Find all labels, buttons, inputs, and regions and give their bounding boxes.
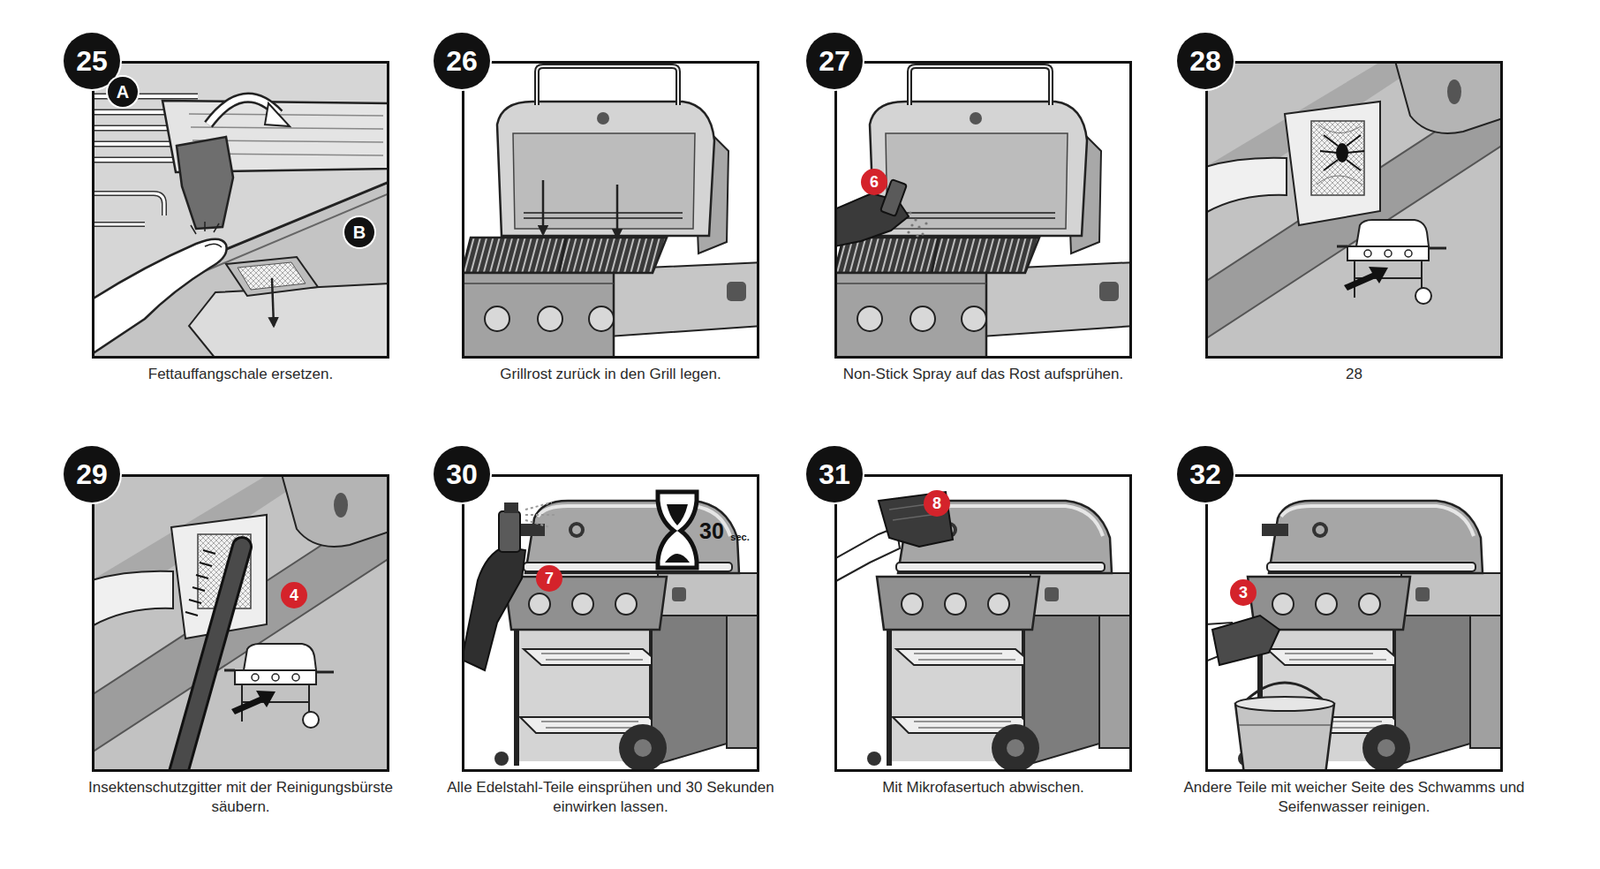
step-caption: Andere Teile mit weicher Seite des Schwa… <box>1181 777 1527 817</box>
step-number: 31 <box>818 460 851 489</box>
wipe-cloth-illustration <box>834 474 1135 772</box>
spray-grate-illustration <box>834 60 1135 359</box>
brush-screen-illustration <box>91 474 390 779</box>
callout-number: 7 <box>535 565 563 592</box>
grate-return-illustration <box>461 60 763 359</box>
step-panel: Mit Mikrofasertuch abwischen.31 <box>834 474 1133 772</box>
step-panel: Non-Stick Spray auf das Rost aufsprühen.… <box>834 60 1133 359</box>
step-number: 28 <box>1189 46 1222 76</box>
step-number: 29 <box>75 460 108 489</box>
callout-number: 3 <box>1230 579 1257 606</box>
step-caption: Mit Mikrofasertuch abwischen. <box>810 777 1156 798</box>
step-number-badge: 32 <box>1177 445 1234 503</box>
step-caption: Non-Stick Spray auf das Rost aufsprühen. <box>810 364 1156 385</box>
step-panel: Grillrost zurück in den Grill legen.26 <box>461 60 760 359</box>
callout-number: 8 <box>923 490 951 517</box>
callout-letter: A <box>107 76 138 107</box>
step-number-badge: 29 <box>63 445 121 503</box>
step-panel: Andere Teile mit weicher Seite des Schwa… <box>1205 474 1503 772</box>
step-number-badge: 26 <box>433 32 491 90</box>
step-number: 26 <box>445 46 478 76</box>
step-number: 30 <box>445 460 478 489</box>
step-number-badge: 28 <box>1177 32 1234 90</box>
insect-screen-illustration <box>1205 60 1503 359</box>
grease-tray-illustration <box>91 60 390 359</box>
callout-letter: B <box>344 217 375 248</box>
step-panel: Insektenschutzgitter mit der Reinigungsb… <box>91 474 390 772</box>
timer-seconds: 30 <box>699 518 725 544</box>
step-number-badge: 27 <box>806 32 863 90</box>
step-number: 27 <box>818 46 851 76</box>
step-number: 25 <box>75 46 108 76</box>
step-number-badge: 31 <box>806 445 863 503</box>
step-panel: Fettauffangschale ersetzen.25 <box>91 60 390 359</box>
callout-number: 6 <box>860 168 888 196</box>
sponge-bucket-illustration <box>1205 474 1506 775</box>
spray-steel-illustration <box>461 474 763 772</box>
step-number: 32 <box>1189 460 1222 489</box>
step-number-badge: 30 <box>433 445 491 503</box>
callout-number: 4 <box>280 581 308 609</box>
step-caption: Grillrost zurück in den Grill legen. <box>437 364 784 385</box>
step-caption: Insektenschutzgitter mit der Reinigungsb… <box>67 777 414 817</box>
step-panel: 2828 <box>1205 60 1503 359</box>
step-caption: 28 <box>1181 364 1527 385</box>
step-caption: Alle Edelstahl-Teile einsprühen und 30 S… <box>437 777 784 817</box>
step-caption: Fettauffangschale ersetzen. <box>67 364 414 385</box>
timer-unit: sec. <box>730 531 749 543</box>
